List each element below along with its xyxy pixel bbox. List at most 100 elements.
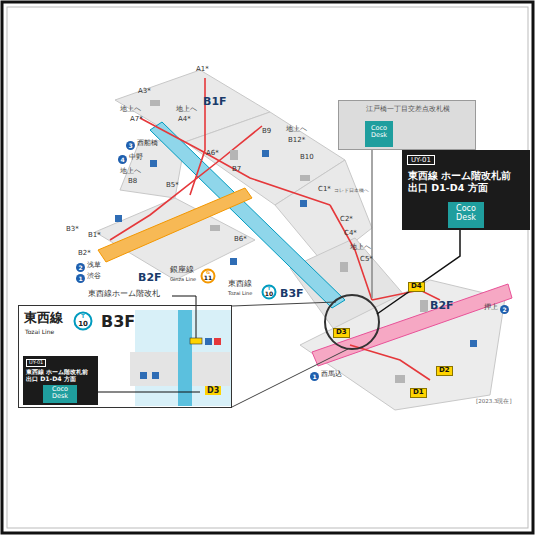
passage-line <box>140 118 330 205</box>
zoom-circle <box>325 295 379 349</box>
map-label: C1* <box>318 186 331 194</box>
line-number-badge: 4 <box>118 155 127 164</box>
facility-icon <box>115 215 122 222</box>
leader-line <box>97 391 200 392</box>
pointer-line <box>377 230 460 314</box>
map-label: A1* <box>196 66 209 74</box>
desk-badge: Coco Desk <box>43 385 77 403</box>
map-label: 地上へ <box>286 126 307 133</box>
map-label: 地上へ <box>350 244 371 251</box>
facility-icon <box>150 160 157 167</box>
map-label: A7* <box>130 116 143 124</box>
line-number-badge: 3 <box>126 141 135 150</box>
passage-line <box>350 345 430 380</box>
map-label: 浅草 <box>87 262 101 270</box>
map-label: 渋谷 <box>87 273 101 281</box>
map-label: B5* <box>166 182 179 190</box>
passage-line <box>110 126 262 240</box>
stair-symbol <box>300 175 310 181</box>
map-label: C4* <box>344 230 357 238</box>
gate-symbol <box>190 338 202 344</box>
line-code-circle: T10 <box>261 284 277 300</box>
line-number-badge: 2 <box>500 305 509 314</box>
passage-line <box>330 205 372 300</box>
map-label: A6* <box>206 150 219 158</box>
node-text: Coco Desk <box>45 386 75 400</box>
map-label: 西船橋 <box>137 140 158 148</box>
map-label: B9 <box>262 128 271 136</box>
leader-line <box>172 296 196 340</box>
line-code-circle: T10 <box>73 311 93 331</box>
map-label: 地上へ <box>120 168 141 175</box>
floor-label: B3F <box>280 288 304 300</box>
inset-panel: 東西線Tozai LineB3FD3T10UY-01東西線 ホーム階改札前 出口… <box>18 305 232 408</box>
zoom-line <box>232 349 348 407</box>
node-text: UY-01 <box>407 155 435 165</box>
floor-label: B2F <box>430 300 454 312</box>
facility-icon <box>140 372 147 379</box>
stair-symbol <box>210 225 220 231</box>
map-label: 銀座線 <box>170 266 194 274</box>
node-text: D3 <box>205 386 221 395</box>
map-label: C2* <box>340 216 353 224</box>
stair-symbol <box>150 100 160 106</box>
facility-icon <box>262 150 269 157</box>
facility-icon <box>300 200 307 207</box>
facility-icon <box>470 340 477 347</box>
map-label: B3* <box>66 226 79 234</box>
stair-symbol <box>395 375 405 383</box>
node-text: Coco Desk <box>448 205 484 223</box>
node-text: Tozai Line <box>25 329 54 336</box>
map-label: A4* <box>178 116 191 124</box>
location-box: 江戸橋一丁目交差点改札横 Coco Desk <box>338 100 476 150</box>
stair-symbol <box>230 150 238 160</box>
callout-box: UY-01東西線 ホーム階改札前 出口 D1-D4 方面Coco Desk <box>402 150 530 230</box>
pointer-line <box>371 150 373 298</box>
exit-label: D1 <box>410 388 427 398</box>
line-code-circle: G11 <box>200 268 216 284</box>
desk-badge: Coco Desk <box>448 202 484 228</box>
map-label: 押上 <box>484 304 498 312</box>
stair-symbol <box>340 262 348 272</box>
map-label: B8 <box>128 178 137 186</box>
floor-label: B1F <box>203 96 227 108</box>
node-text: T <box>73 314 93 320</box>
stair-symbol <box>420 300 428 312</box>
inner-frame <box>7 7 528 528</box>
floor-slab <box>185 112 345 205</box>
map-label: B1* <box>88 232 101 240</box>
map-label: B12* <box>288 137 305 145</box>
note-label: [2023.3現在] <box>476 398 512 404</box>
map-label: 地上へ <box>176 106 197 113</box>
map-label: 地上へ <box>120 106 141 113</box>
map-label: B6* <box>234 236 247 244</box>
map-label: Tozai Line <box>228 291 252 297</box>
node-text: 10 <box>261 291 277 298</box>
exit-label: D4 <box>408 282 425 292</box>
facility-icon <box>152 372 159 379</box>
zoom-line <box>232 302 336 306</box>
map-label: Ginza Line <box>170 277 196 283</box>
node-text: 10 <box>73 320 93 328</box>
map-label: A3* <box>138 88 151 96</box>
passage-line <box>372 290 440 300</box>
node-text: Coco Desk <box>365 125 393 139</box>
node-text: 東西線 ホーム階改札前 出口 D1-D4 方面 <box>26 368 98 383</box>
exit-label: D2 <box>436 366 453 376</box>
map-label: C5* <box>360 256 373 264</box>
map-label: 東西線ホーム階改札 <box>88 290 160 299</box>
node-text: 東西線 <box>24 311 63 326</box>
map-label: B10 <box>300 154 314 162</box>
map-label: 東西線 <box>228 280 252 288</box>
map-label: 西馬込 <box>321 371 342 379</box>
node-text: 江戸橋一丁目交差点改札横 <box>341 105 475 113</box>
ginza-platform <box>98 188 252 262</box>
line-number-badge: 1 <box>76 274 85 283</box>
floor-slab <box>95 198 255 280</box>
facility-icon <box>214 338 221 345</box>
line-number-badge: 2 <box>76 263 85 272</box>
facility-icon <box>230 258 237 265</box>
node-text: B3F <box>101 313 135 331</box>
